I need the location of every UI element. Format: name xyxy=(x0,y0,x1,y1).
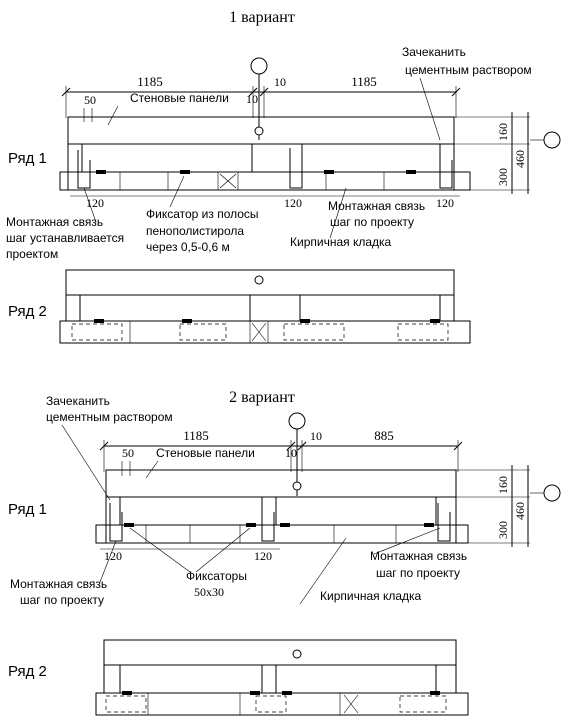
insulation-right-1 xyxy=(301,143,441,173)
wall-panel-top-2 xyxy=(105,469,457,498)
dim-10-1: 10 xyxy=(274,75,286,89)
tie-label-1c: проектом xyxy=(6,247,58,261)
dim-885-right-2: 885 xyxy=(374,428,394,443)
row2-label-1: Ряд 2 xyxy=(8,303,47,320)
dim-1185-left-1: 1185 xyxy=(137,74,163,89)
vertical-dims-2 xyxy=(456,465,530,547)
brick-lower-2 xyxy=(95,496,469,544)
tie-right-label-1b: шаг по проекту xyxy=(330,215,414,229)
dim-160-2: 160 xyxy=(496,476,510,494)
fixator-label-2b: 50x30 xyxy=(194,585,224,599)
row1-label-1: Ряд 1 xyxy=(8,150,47,167)
panels-label-2: Стеновые панели xyxy=(156,446,255,460)
panels-label-1: Стеновые панели xyxy=(130,91,229,105)
insulation-left-2 xyxy=(119,496,263,526)
variant2-title: 2 вариант xyxy=(229,389,295,406)
dim-50-1: 50 xyxy=(84,93,96,107)
fixator-label-1a: Фиксатор из полосы xyxy=(146,207,259,221)
dim-160-1: 160 xyxy=(496,123,510,141)
brick-label-2: Кирпичная кладка xyxy=(320,589,422,603)
insulation-right-2 xyxy=(275,496,437,526)
brick-lower-1 xyxy=(59,143,471,191)
tie-right-label-2b: шаг по проекту xyxy=(376,566,460,580)
seal-label-2a: Зачеканить xyxy=(46,394,110,408)
dim-460-1: 460 xyxy=(513,150,527,168)
tie-label-2a: Монтажная связь xyxy=(10,577,107,591)
dimension-line-top-2 xyxy=(99,440,463,472)
seal-label-2b: цементным раствором xyxy=(46,410,173,424)
dim-460-2: 460 xyxy=(513,502,527,520)
dim-50-2: 50 xyxy=(122,446,134,460)
variant1-title: 1 вариант xyxy=(229,9,295,26)
seal-label-1b: цементным раствором xyxy=(405,63,532,77)
tie-label-1b: шаг устанавливается xyxy=(6,231,124,245)
fixator-label-1c: через 0,5-0,6 м xyxy=(146,240,230,254)
tie-label-1a: Монтажная связь xyxy=(6,215,103,229)
dim-120a-1: 120 xyxy=(86,196,104,210)
row1-label-2: Ряд 1 xyxy=(8,501,47,518)
dim-120b-2: 120 xyxy=(254,549,272,563)
axis-marker-top-1 xyxy=(250,57,268,140)
dimension-line-top-1 xyxy=(61,86,461,118)
dim-10-2: 10 xyxy=(310,429,322,443)
dim-1185-left-2: 1185 xyxy=(183,428,209,443)
tie-right-label-2a: Монтажная связь xyxy=(370,549,467,563)
axis-marker-right-1 xyxy=(543,131,561,149)
dim-300-2: 300 xyxy=(496,521,510,539)
row2-drawing-2 xyxy=(95,639,469,716)
dim-10b-1: 10 xyxy=(246,92,258,106)
axis-marker-top-2 xyxy=(288,412,306,496)
axis-marker-right-2 xyxy=(543,484,561,502)
dim-120a-2: 120 xyxy=(104,549,122,563)
vertical-dims-1 xyxy=(454,112,530,194)
tie-right-label-1a: Монтажная связь xyxy=(328,199,425,213)
row2-label-2: Ряд 2 xyxy=(8,663,47,680)
dim-120b-1: 120 xyxy=(284,196,302,210)
dim-120c-1: 120 xyxy=(436,196,454,210)
dim-300-1: 300 xyxy=(496,168,510,186)
tie-label-2b: шаг по проекту xyxy=(20,593,104,607)
dim-10b-2: 10 xyxy=(285,446,297,460)
fixator-label-2a: Фиксаторы xyxy=(186,569,247,583)
seal-label-1a: Зачеканить xyxy=(402,45,466,59)
dim-1185-right-1: 1185 xyxy=(351,74,377,89)
brick-label-1: Кирпичная кладка xyxy=(290,235,392,249)
row2-drawing-1 xyxy=(59,269,471,344)
fixator-label-1b: пенополистирола xyxy=(146,224,244,238)
insulation-left-1 xyxy=(81,143,253,173)
